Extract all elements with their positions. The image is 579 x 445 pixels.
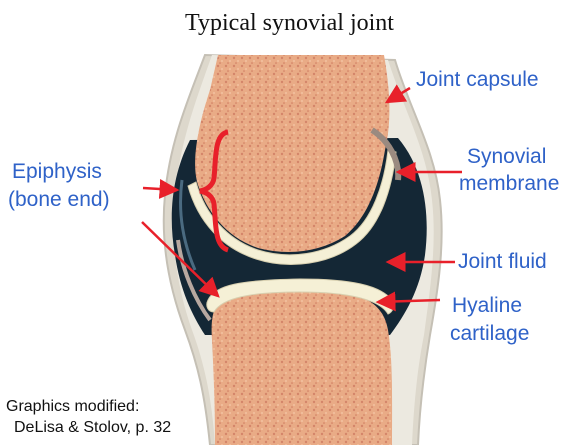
label-epiphysis-line2: (bone end) [8,188,110,212]
label-hyaline-line2: cartilage [450,322,529,346]
label-synovial-membrane-line2: membrane [459,172,559,196]
label-joint-capsule: Joint capsule [416,68,539,92]
credit-line1: Graphics modified: [6,397,139,417]
label-hyaline-line1: Hyaline [452,294,522,318]
credit-line2: DeLisa & Stolov, p. 32 [14,418,171,438]
lower-bone-shape [212,289,392,445]
label-joint-fluid: Joint fluid [458,250,547,274]
label-epiphysis-line1: Epiphysis [12,160,102,184]
label-synovial-membrane-line1: Synovial [467,145,546,169]
